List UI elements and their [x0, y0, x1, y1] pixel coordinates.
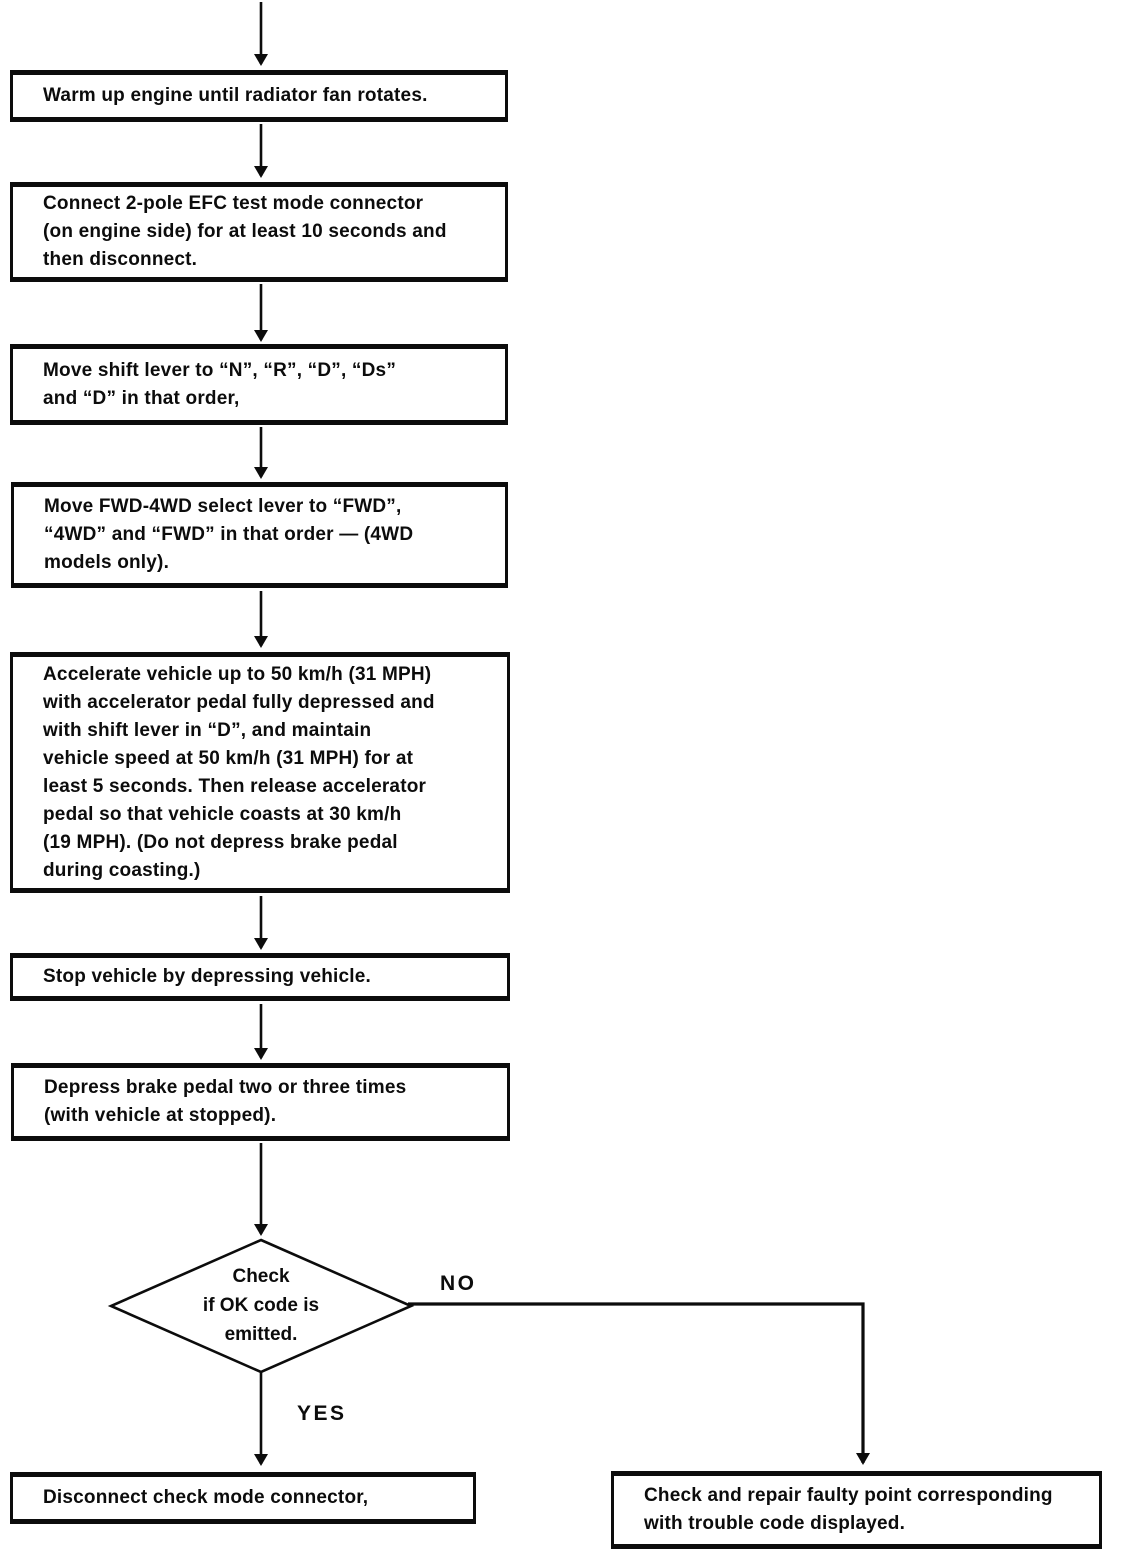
step-warm-up-engine-text: Warm up engine until radiator fan rotate… [43, 85, 428, 106]
arrow-no-to-check-repair [408, 1302, 870, 1465]
step-disconnect-check-mode: Disconnect check mode connector, [10, 1472, 476, 1524]
step-stop-vehicle: Stop vehicle by depressing vehicle. [10, 953, 510, 1001]
step-connect-efc-connector-text: Connect 2-pole EFC test mode connector (… [43, 193, 447, 270]
step-move-shift-lever-text: Move shift lever to “N”, “R”, “D”, “Ds” … [43, 359, 397, 409]
step-depress-brake-pedal-text: Depress brake pedal two or three times (… [44, 1077, 407, 1126]
step-move-fwd-4wd-lever-text: Move FWD-4WD select lever to “FWD”, “4WD… [44, 496, 414, 573]
step-connect-efc-connector: Connect 2-pole EFC test mode connector (… [10, 182, 508, 282]
branch-label-yes: YES [297, 1402, 347, 1425]
step-accelerate-vehicle: Accelerate vehicle up to 50 km/h (31 MPH… [10, 652, 510, 893]
step-stop-vehicle-text: Stop vehicle by depressing vehicle. [43, 966, 372, 987]
step-warm-up-engine: Warm up engine until radiator fan rotate… [10, 70, 508, 122]
step-move-shift-lever: Move shift lever to “N”, “R”, “D”, “Ds” … [10, 344, 508, 425]
step-disconnect-check-mode-text: Disconnect check mode connector, [43, 1487, 369, 1508]
branch-label-no: NO [440, 1272, 477, 1295]
step-check-and-repair: Check and repair faulty point correspond… [611, 1471, 1102, 1549]
decision-check-ok-code-text: Check if OK code is emitted. [202, 1266, 320, 1345]
step-depress-brake-pedal: Depress brake pedal two or three times (… [11, 1063, 510, 1141]
step-check-and-repair-text: Check and repair faulty point correspond… [644, 1485, 1053, 1534]
step-move-fwd-4wd-lever: Move FWD-4WD select lever to “FWD”, “4WD… [11, 482, 508, 588]
step-accelerate-vehicle-text: Accelerate vehicle up to 50 km/h (31 MPH… [43, 663, 435, 881]
